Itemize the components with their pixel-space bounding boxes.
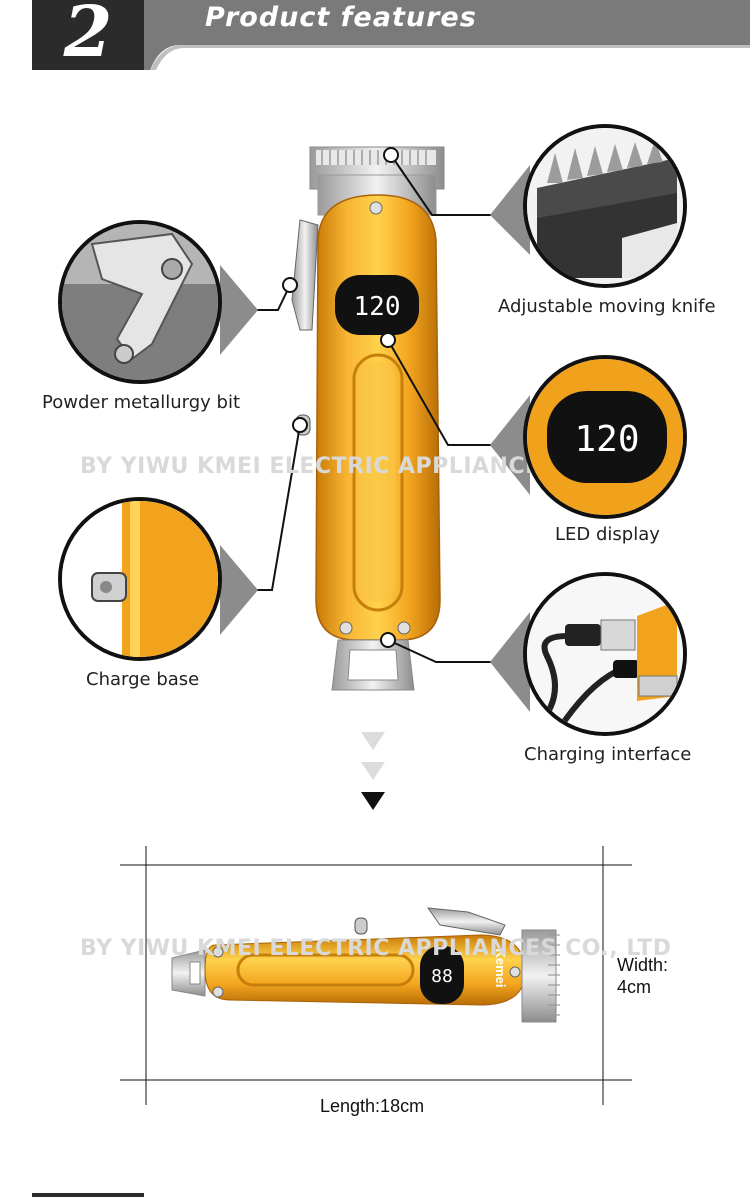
watermark-bottom: BY YIWU KMEI ELECTRIC APPLIANCES CO., LT… [80, 936, 672, 961]
width-label-2: 4cm [617, 977, 652, 997]
knife-closeup [523, 124, 687, 288]
bit-label: Powder metallurgy bit [42, 392, 241, 413]
body-led-display [335, 275, 419, 335]
hanger-loop [331, 639, 415, 691]
dimension-diagram: 88 Kemei [120, 846, 632, 1105]
charging-label: Charging interface [524, 744, 692, 765]
led-label: LED display [555, 524, 660, 545]
arrow-1 [361, 732, 385, 750]
led-display-icon: 120 [527, 359, 683, 515]
svg-text:88: 88 [431, 966, 453, 987]
usb-cable-icon [527, 576, 683, 732]
section-title: Product features [205, 2, 477, 33]
knife-label: Adjustable moving knife [498, 296, 716, 317]
trimmer-diagram: 120 [220, 146, 530, 810]
section-number-box [32, 0, 144, 70]
taper-lever [291, 219, 319, 331]
charging-closeup [523, 572, 687, 736]
bit-closeup [58, 220, 222, 384]
section-number: 2 [63, 0, 113, 73]
brand-logo: Kemei [493, 948, 508, 987]
blade-teeth-icon [527, 128, 683, 284]
base-closeup [58, 497, 222, 661]
base-label: Charge base [86, 669, 200, 690]
charge-base-icon [62, 501, 218, 657]
arrow-2 [361, 762, 385, 780]
footer-accent [32, 1193, 144, 1197]
lever-bit-icon [62, 224, 218, 380]
arrow-3 [361, 792, 385, 810]
length-label: Length:18cm [320, 1096, 425, 1116]
led-closeup: 120 [523, 355, 687, 519]
body-led-reading: 120 [354, 292, 401, 322]
header-bar [144, 0, 750, 70]
closeup-led-reading: 120 [574, 419, 639, 460]
width-label-1: Width: [617, 955, 669, 975]
